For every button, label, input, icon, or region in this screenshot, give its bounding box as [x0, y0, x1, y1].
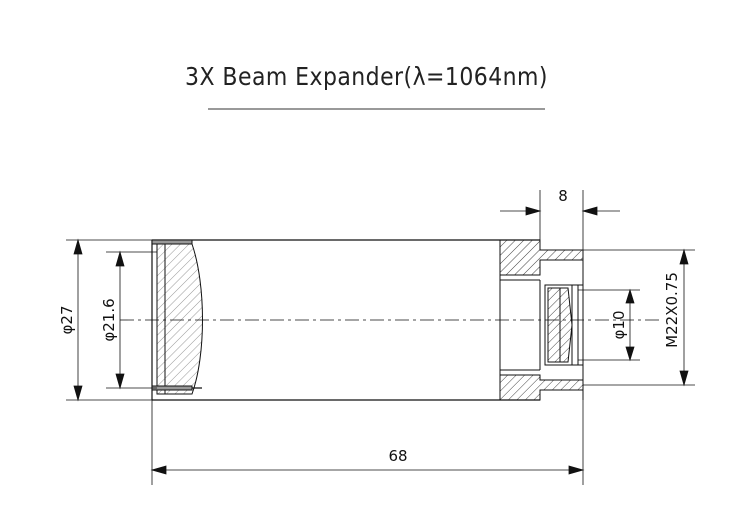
rear-lens: [544, 284, 584, 366]
extension-lines: [66, 190, 695, 485]
thread-label: M22X0.75: [663, 272, 681, 348]
dim-lens-diameter: [115, 250, 125, 390]
front-lens: [151, 239, 203, 395]
thread-length-label: 8: [558, 187, 568, 205]
dim-thread: [679, 248, 689, 387]
aperture-diameter-label: φ10: [610, 311, 628, 340]
drawing-title: 3X Beam Expander(λ=1064nm): [185, 62, 548, 91]
dim-total-length: [150, 465, 585, 475]
dim-outer-diameter: [73, 238, 83, 402]
thread-section: [539, 240, 584, 400]
total-length-label: 68: [388, 447, 407, 465]
outer-diameter-label: φ27: [58, 306, 76, 335]
dim-aperture-diameter: [625, 288, 635, 362]
lens-diameter-label: φ21.6: [100, 298, 118, 341]
dim-thread-length: [500, 206, 620, 216]
